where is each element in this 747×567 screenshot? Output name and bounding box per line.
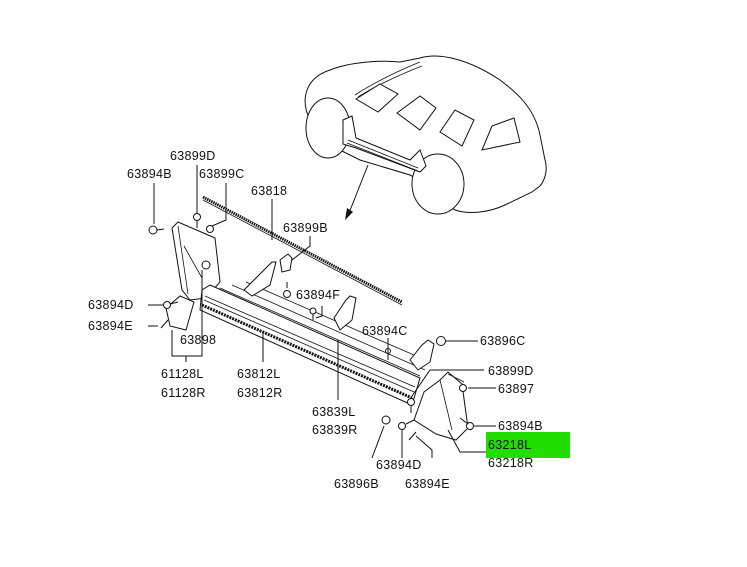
- label-63218R[interactable]: 63218R: [488, 456, 534, 470]
- label-63899D-right[interactable]: 63899D: [488, 364, 534, 378]
- vehicle-overview: [304, 55, 547, 220]
- label-63812L[interactable]: 63812L: [237, 367, 281, 381]
- leader-lines: [148, 165, 496, 459]
- label-63899D-top[interactable]: 63899D: [170, 149, 216, 163]
- label-63894F[interactable]: 63894F: [296, 288, 340, 302]
- label-63899B[interactable]: 63899B: [283, 221, 328, 235]
- label-63894E-bottom[interactable]: 63894E: [405, 477, 450, 491]
- label-63839L[interactable]: 63839L: [312, 405, 356, 419]
- part-labels: 63899D 63894B 63899C 63818 63899B 63894F…: [88, 149, 543, 491]
- label-63894D-left[interactable]: 63894D: [88, 298, 134, 312]
- arrow-icon: [345, 208, 353, 220]
- label-63894C[interactable]: 63894C: [362, 324, 408, 338]
- label-63894E-left[interactable]: 63894E: [88, 319, 133, 333]
- label-63896C[interactable]: 63896C: [480, 334, 526, 348]
- label-61128L[interactable]: 61128L: [161, 367, 204, 381]
- fasteners: [148, 213, 474, 441]
- front-bracket-61128: [165, 221, 221, 331]
- label-63897[interactable]: 63897: [498, 382, 534, 396]
- weatherstrip-63818: [202, 195, 403, 306]
- label-63894D-bottom[interactable]: 63894D: [376, 458, 422, 472]
- label-63898[interactable]: 63898: [180, 333, 216, 347]
- label-63839R[interactable]: 63839R: [312, 423, 358, 437]
- label-63894B-left[interactable]: 63894B: [127, 167, 172, 181]
- label-63218L[interactable]: 63218L: [488, 438, 532, 452]
- label-63812R[interactable]: 63812R: [237, 386, 283, 400]
- label-63894B-right[interactable]: 63894B: [498, 419, 543, 433]
- highlight-63218L: [486, 432, 570, 458]
- label-63899C[interactable]: 63899C: [199, 167, 245, 181]
- label-63818[interactable]: 63818: [251, 184, 287, 198]
- side-step-63812: [199, 253, 435, 406]
- label-63896B[interactable]: 63896B: [334, 477, 379, 491]
- label-61128R[interactable]: 61128R: [161, 386, 206, 400]
